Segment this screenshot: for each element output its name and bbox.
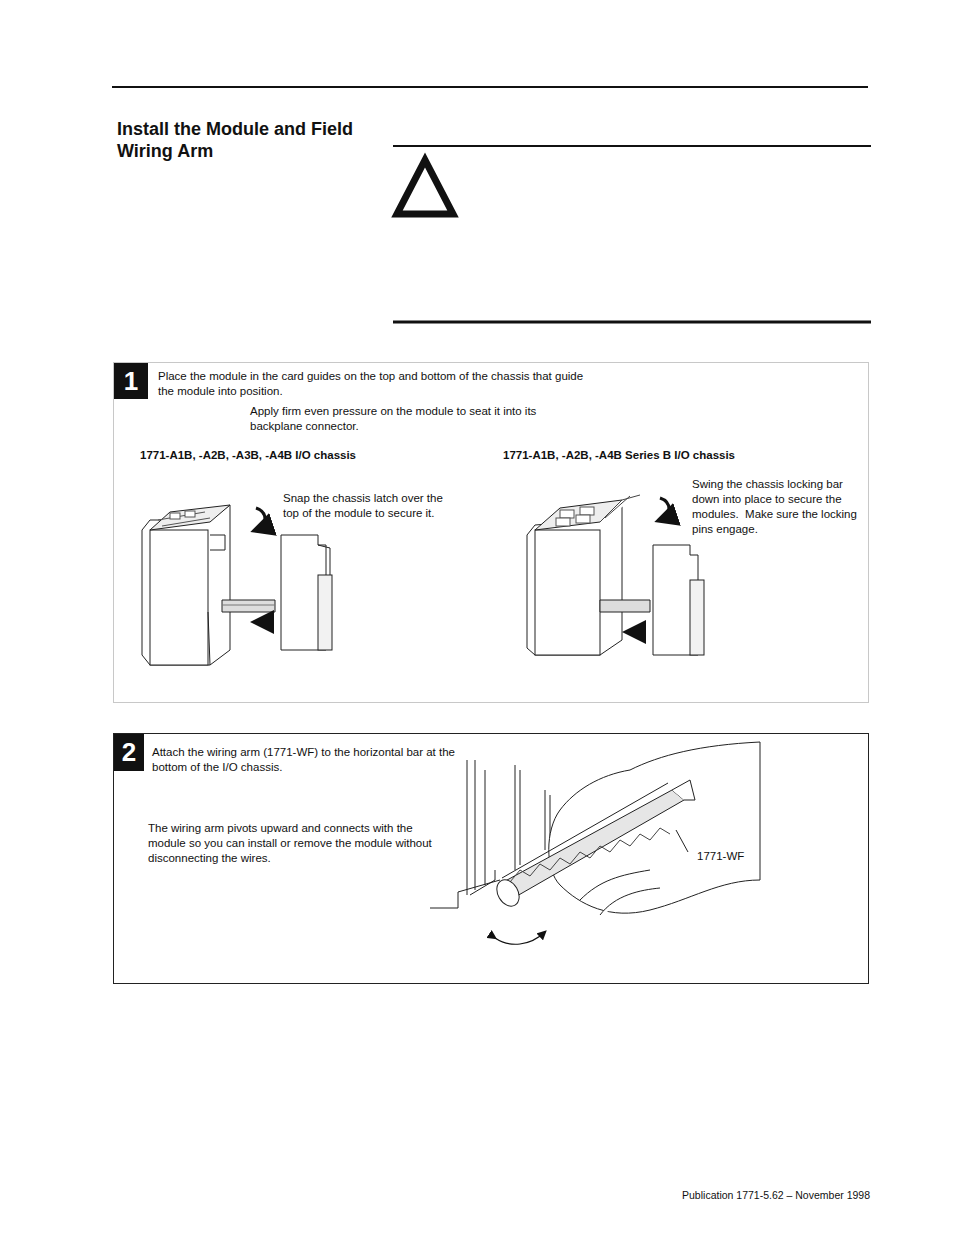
top-rule: [112, 86, 868, 88]
step-number-text: 2: [122, 737, 136, 768]
instruction-note: Snap the chassis latch over the top of t…: [283, 491, 455, 521]
io-module: [653, 545, 704, 655]
wiring-arm: [492, 780, 695, 910]
hand: [549, 742, 760, 915]
step-number: 2: [114, 734, 144, 771]
instruction-note: The wiring arm pivots upward and connect…: [148, 821, 448, 866]
part-label: 1771-WF: [697, 849, 777, 864]
insert-arrow: [628, 631, 642, 634]
publication-footer: Publication 1771-5.62 – November 1998: [640, 1188, 870, 1203]
page-title: Install the Module and Field Wiring Arm: [117, 118, 357, 162]
step-number-text: 1: [124, 366, 138, 397]
warning-block: [393, 146, 871, 322]
step-instruction: Attach the wiring arm (1771-WF) to the h…: [152, 745, 472, 775]
pivot-arrow: [495, 932, 545, 944]
instruction-note: Apply firm even pressure on the module t…: [250, 404, 560, 434]
chassis-heading: 1771-A1B, -A2B, -A3B, -A4B I/O chassis: [140, 448, 470, 463]
instruction-note: Swing the chassis locking bar down into …: [692, 477, 860, 537]
io-module: [281, 535, 332, 650]
step-number: 1: [114, 363, 148, 399]
locking-bar-arrow: [660, 498, 669, 520]
io-chassis-series-b: [527, 495, 650, 655]
io-chassis: [142, 505, 275, 665]
chassis-heading: 1771-A1B, -A2B, -A4B Series B I/O chassi…: [503, 448, 843, 463]
latch-arrow: [256, 508, 265, 530]
insert-arrow: [256, 621, 270, 624]
leader-line: [676, 830, 688, 852]
step-instruction: Place the module in the card guides on t…: [158, 369, 598, 399]
